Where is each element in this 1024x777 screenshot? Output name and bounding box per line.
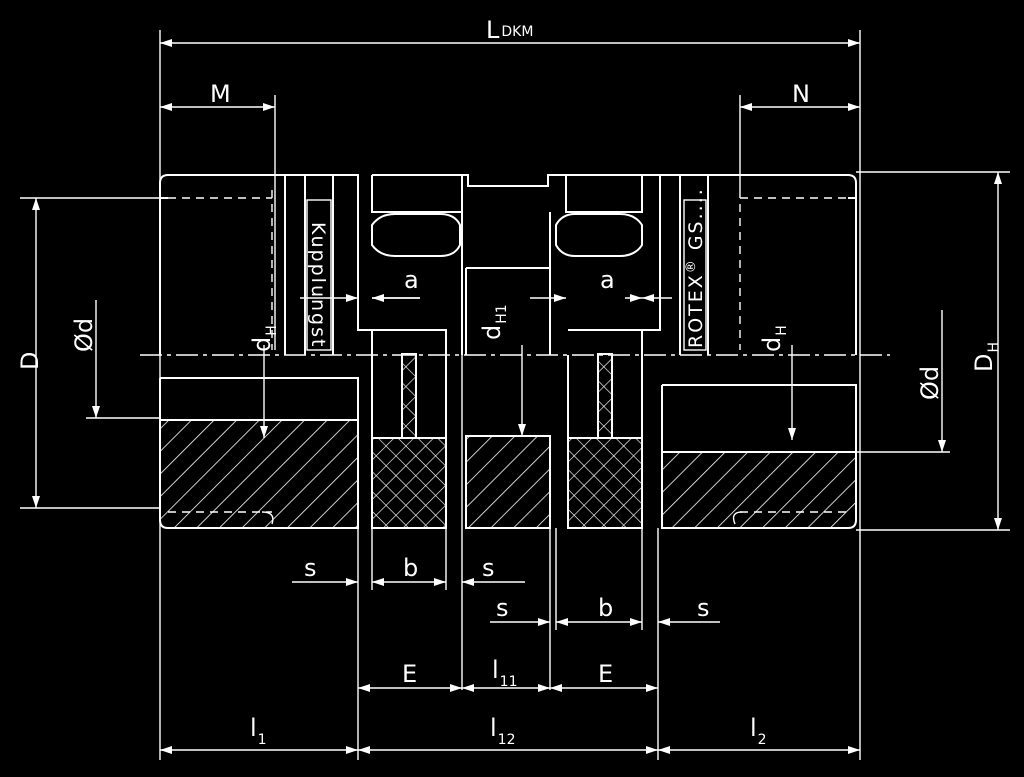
label-s4: s [697,594,710,622]
label-m: M [210,80,231,108]
label-a-left: a [404,266,419,294]
label-l-dkm-sub: DKM [501,24,533,40]
label-l11: l11 [492,656,518,690]
label-l1-sub: 1 [258,732,267,748]
engraving-right-mark: ® [684,258,699,273]
label-l11-sub: 11 [500,674,518,690]
label-e-left: E [402,660,417,688]
label-d-big: D [16,352,44,370]
label-phi-d-left: Ød [70,318,98,352]
label-l2-sub: 2 [758,732,767,748]
label-phi-d-right: Ød [916,366,944,400]
engraving-right-suffix: GS.... [685,187,707,258]
label-l2: l2 [750,714,767,748]
label-l1: l1 [250,714,267,748]
label-d-h-sub: H [986,342,1002,353]
section-view [159,353,857,529]
engraving-right-brand: ROTEX [685,273,707,348]
label-dh-left-main: d [248,337,276,352]
label-b1: b [403,554,418,582]
label-dh1-main: d [478,325,506,340]
center-spacer-section [465,435,551,529]
label-dh-left-sub: H [264,325,280,336]
label-l12-sub: 12 [498,732,516,748]
left-spider-strip [401,353,417,439]
label-l12-main: l [490,714,497,742]
engraving-right: ROTEX® GS.... [684,187,708,348]
label-b2: b [598,594,613,622]
label-dh-right: dH [758,325,790,352]
label-s1: s [304,554,317,582]
label-dh-right-sub: H [774,325,790,336]
label-l2-main: l [750,714,757,742]
engraving-left: Kupplungst [307,222,329,348]
label-dh1-sub: H1 [494,304,510,323]
right-spider-section [567,437,643,529]
label-l1-main: l [250,714,257,742]
label-dh1: d H1 [478,304,510,340]
label-l12: l12 [490,714,516,748]
left-spider-section [371,437,447,529]
right-spider-strip [597,353,613,439]
label-n: N [792,80,810,108]
label-s3: s [496,594,509,622]
label-d-h-main: D [970,354,998,372]
label-dh-right-main: d [758,337,786,352]
label-e-right: E [598,660,613,688]
right-hub-section [661,451,857,529]
label-l11-main: l [492,656,499,684]
label-dh-left: dH [248,325,280,352]
label-l-dkm-main: L [486,16,500,44]
label-s2: s [482,554,495,582]
label-a-right: a [600,266,615,294]
label-d-h: DH [970,342,1002,372]
dimensions [20,30,1010,760]
